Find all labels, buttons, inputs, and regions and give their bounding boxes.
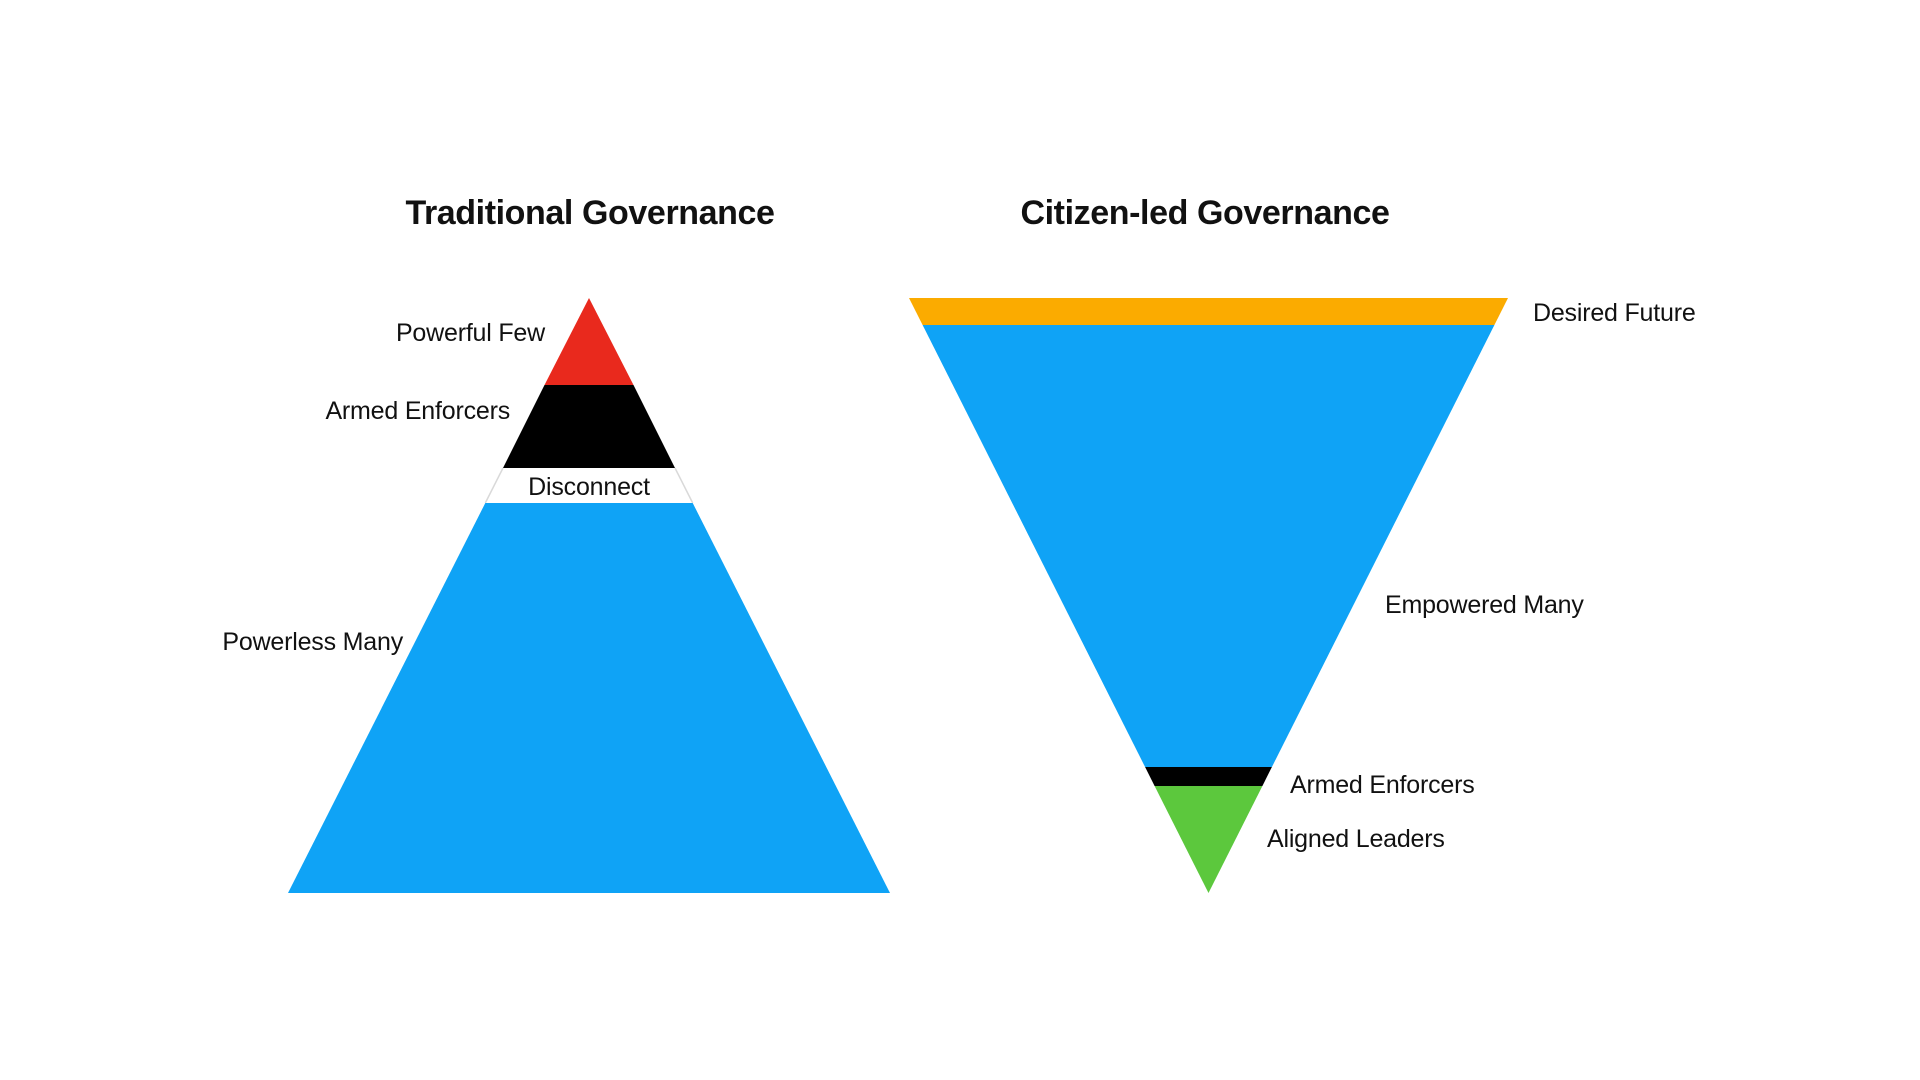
citizen-led-governance-title: Citizen-led Governance (1020, 194, 1390, 232)
label-powerless-many: Powerless Many (222, 628, 403, 656)
citizen-armed-enforcers-segment (1145, 767, 1272, 786)
traditional-governance-title: Traditional Governance (405, 194, 775, 232)
traditional-pyramid (288, 298, 890, 893)
label-desired-future: Desired Future (1533, 299, 1696, 327)
label-empowered-many: Empowered Many (1385, 591, 1584, 619)
label-disconnect: Disconnect (528, 473, 650, 501)
label-armed-enforcers-left: Armed Enforcers (325, 397, 510, 425)
disconnect-gap-left-edge (484, 467, 504, 504)
citizen-aligned-leaders-segment (1154, 786, 1263, 893)
citizen-empowered-many-segment (922, 325, 1495, 767)
traditional-armed-enforcers-segment (503, 385, 675, 468)
label-powerful-few: Powerful Few (395, 319, 545, 347)
citizen-led-pyramid (909, 298, 1508, 893)
citizen-desired-future-segment (909, 298, 1508, 325)
traditional-disconnect-gap (485, 468, 693, 503)
disconnect-gap-right-edge (674, 467, 694, 504)
label-aligned-leaders: Aligned Leaders (1267, 825, 1445, 853)
label-armed-enforcers-right: Armed Enforcers (1290, 771, 1475, 799)
traditional-powerless-many-segment (288, 503, 890, 893)
traditional-powerful-few-segment (544, 298, 634, 385)
